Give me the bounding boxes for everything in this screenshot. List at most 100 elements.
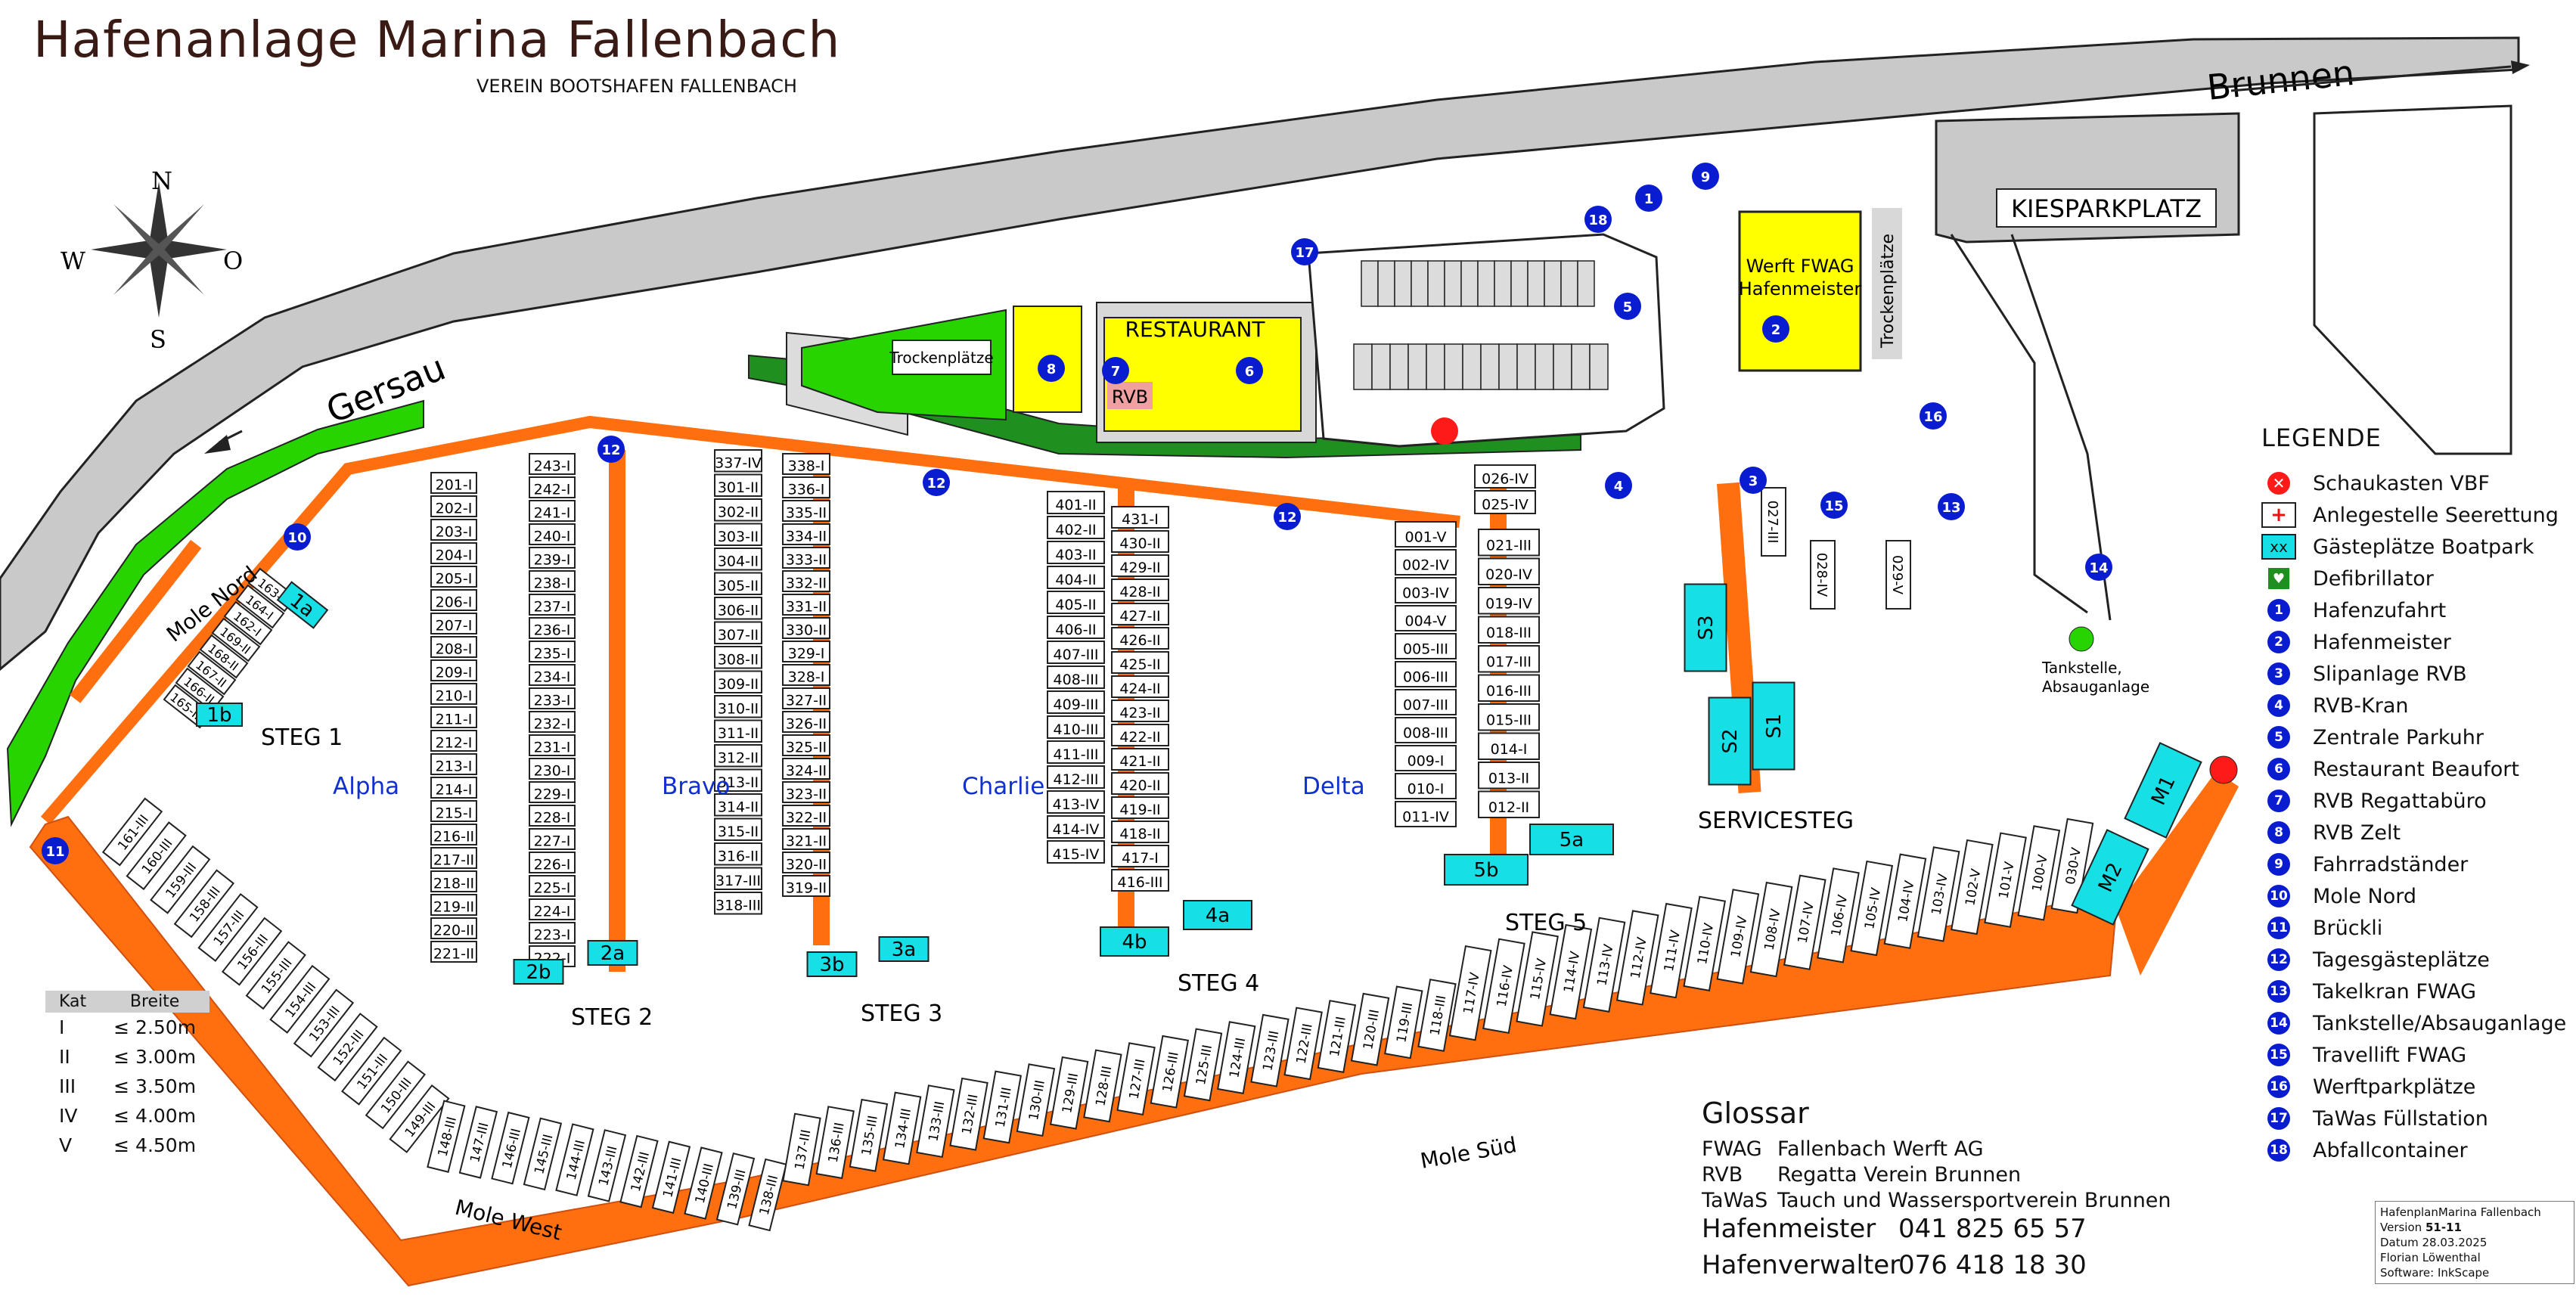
- berth-steg5: 025-IV: [1474, 490, 1536, 514]
- svg-text:320-II: 320-II: [786, 856, 827, 873]
- tankstelle-label-1: Tankstelle,: [2041, 659, 2122, 677]
- legend-label: Abfallcontainer: [2313, 1138, 2468, 1162]
- svg-text:305-II: 305-II: [718, 578, 759, 594]
- berth-steg3: 310-II: [714, 695, 762, 718]
- red-x-icon: ✕: [2267, 472, 2290, 495]
- berth-steg2: 202-I: [430, 495, 477, 517]
- berth-steg1: 166-II: [175, 667, 225, 712]
- stamp-line1: HafenplanMarina Fallenbach: [2380, 1205, 2541, 1219]
- berth-steg3: 337-IV: [714, 449, 762, 473]
- label-servicesteg: SERVICESTEG: [1698, 808, 1854, 834]
- svg-text:318-III: 318-III: [715, 897, 761, 914]
- label-delta: Delta: [1302, 773, 1365, 800]
- berth-steg5: 003-IV: [1395, 577, 1457, 603]
- berth-steg3: 321-II: [782, 828, 830, 850]
- svg-text:3a: 3a: [892, 938, 916, 961]
- svg-text:404-II: 404-II: [1055, 572, 1096, 588]
- svg-text:018-III: 018-III: [1486, 625, 1532, 641]
- marker-15: 15: [1820, 492, 1848, 519]
- berth-steg3: 324-II: [782, 758, 830, 780]
- berth-steg2: 223-I: [529, 922, 576, 944]
- berth-steg4: 427-II: [1111, 603, 1169, 625]
- marker-icon: 12: [2267, 948, 2290, 971]
- svg-text:337-IV: 337-IV: [715, 454, 762, 471]
- berth-steg3: 332-II: [782, 570, 830, 592]
- svg-text:207-I: 207-I: [436, 617, 473, 634]
- svg-text:227-I: 227-I: [534, 833, 571, 849]
- werft-label-1: Werft FWAG: [1746, 256, 1854, 277]
- contact-role: Hafenmeister: [1702, 1214, 1876, 1244]
- rvb-zelt: [1013, 306, 1082, 413]
- svg-text:406-II: 406-II: [1055, 622, 1096, 638]
- berth-steg4: 424-II: [1111, 675, 1169, 698]
- svg-text:409-III: 409-III: [1054, 696, 1099, 713]
- berth-steg3: 316-II: [714, 842, 762, 866]
- marker-icon: 6: [2267, 758, 2290, 780]
- berth-steg2: 226-I: [529, 852, 576, 873]
- svg-text:205-I: 205-I: [436, 570, 473, 587]
- label-steg5: STEG 5: [1505, 910, 1587, 936]
- berth-mole-sued: 127-III: [1116, 1042, 1156, 1116]
- label-mole-sued: Mole Süd: [1418, 1132, 1518, 1174]
- berth-steg2: 203-I: [430, 519, 477, 541]
- svg-text:217-II: 217-II: [433, 852, 474, 868]
- berth-steg5: 005-III: [1395, 633, 1457, 659]
- berth-steg5: 008-III: [1395, 717, 1457, 743]
- berth-steg2: 230-I: [529, 758, 576, 780]
- berth-steg2: 243-I: [529, 453, 576, 475]
- marker-17: 17: [1291, 238, 1318, 265]
- marker-12: 12: [1274, 503, 1301, 530]
- svg-text:232-I: 232-I: [534, 715, 571, 732]
- marker-icon: 5: [2267, 726, 2290, 749]
- svg-text:2a: 2a: [601, 942, 625, 965]
- svg-text:10: 10: [287, 530, 306, 546]
- legend-label: Mole Nord: [2313, 884, 2416, 908]
- werft-building: [1738, 210, 1862, 372]
- berth-steg3: 303-II: [714, 523, 762, 546]
- svg-text:3b: 3b: [819, 954, 844, 976]
- svg-text:312-II: 312-II: [718, 749, 759, 766]
- legend-label: RVB Zelt: [2313, 821, 2401, 845]
- berth-mole-sued: 132-III: [949, 1077, 989, 1151]
- marker-16: 16: [1920, 402, 1947, 430]
- berth-steg3: 315-II: [714, 817, 762, 841]
- berth-steg3: 333-II: [782, 547, 830, 569]
- svg-text:001-V: 001-V: [1404, 529, 1446, 546]
- berth-steg4: 409-III: [1047, 690, 1105, 714]
- kat-cell: ≤ 4.00m: [113, 1105, 197, 1127]
- berth-mole-sued: 112-IV: [1615, 910, 1659, 1006]
- svg-text:236-I: 236-I: [534, 622, 571, 638]
- tank-marker: [2069, 626, 2094, 652]
- svg-text:322-II: 322-II: [786, 809, 827, 826]
- marker-icon: 13: [2267, 980, 2290, 1003]
- berth-mole-sued: 119-III: [1384, 985, 1423, 1059]
- svg-text:316-II: 316-II: [718, 848, 759, 864]
- kat-cell: ≤ 3.00m: [113, 1046, 197, 1068]
- berth-service: 027-III: [1761, 487, 1786, 557]
- svg-text:211-I: 211-I: [436, 711, 473, 728]
- legend-label: Schaukasten VBF: [2313, 471, 2490, 495]
- berth-steg3: 307-II: [714, 621, 762, 644]
- svg-text:302-II: 302-II: [718, 504, 759, 520]
- berth-steg5: 021-III: [1478, 529, 1540, 557]
- berth-steg4: 423-II: [1111, 700, 1169, 722]
- berth-steg4: 430-II: [1111, 530, 1169, 553]
- kiesparkplatz-box: [1996, 188, 2217, 228]
- stamp-version-label: Version: [2380, 1221, 2422, 1234]
- marker-icon: 15: [2267, 1044, 2290, 1066]
- label-alpha: Alpha: [333, 773, 399, 800]
- berth-steg4: 402-II: [1047, 516, 1105, 539]
- legend-label: Travellift FWAG: [2313, 1043, 2467, 1067]
- contact-role: Hafenverwalter: [1702, 1250, 1901, 1280]
- berth-steg3: 327-II: [782, 687, 830, 709]
- svg-text:407-III: 407-III: [1054, 647, 1099, 663]
- svg-text:423-II: 423-II: [1119, 705, 1160, 721]
- svg-text:431-I: 431-I: [1122, 511, 1159, 528]
- legend-label: RVB-Kran: [2313, 693, 2409, 718]
- glossar-text: Fallenbach Werft AG: [1777, 1137, 1984, 1161]
- svg-text:021-III: 021-III: [1486, 538, 1532, 554]
